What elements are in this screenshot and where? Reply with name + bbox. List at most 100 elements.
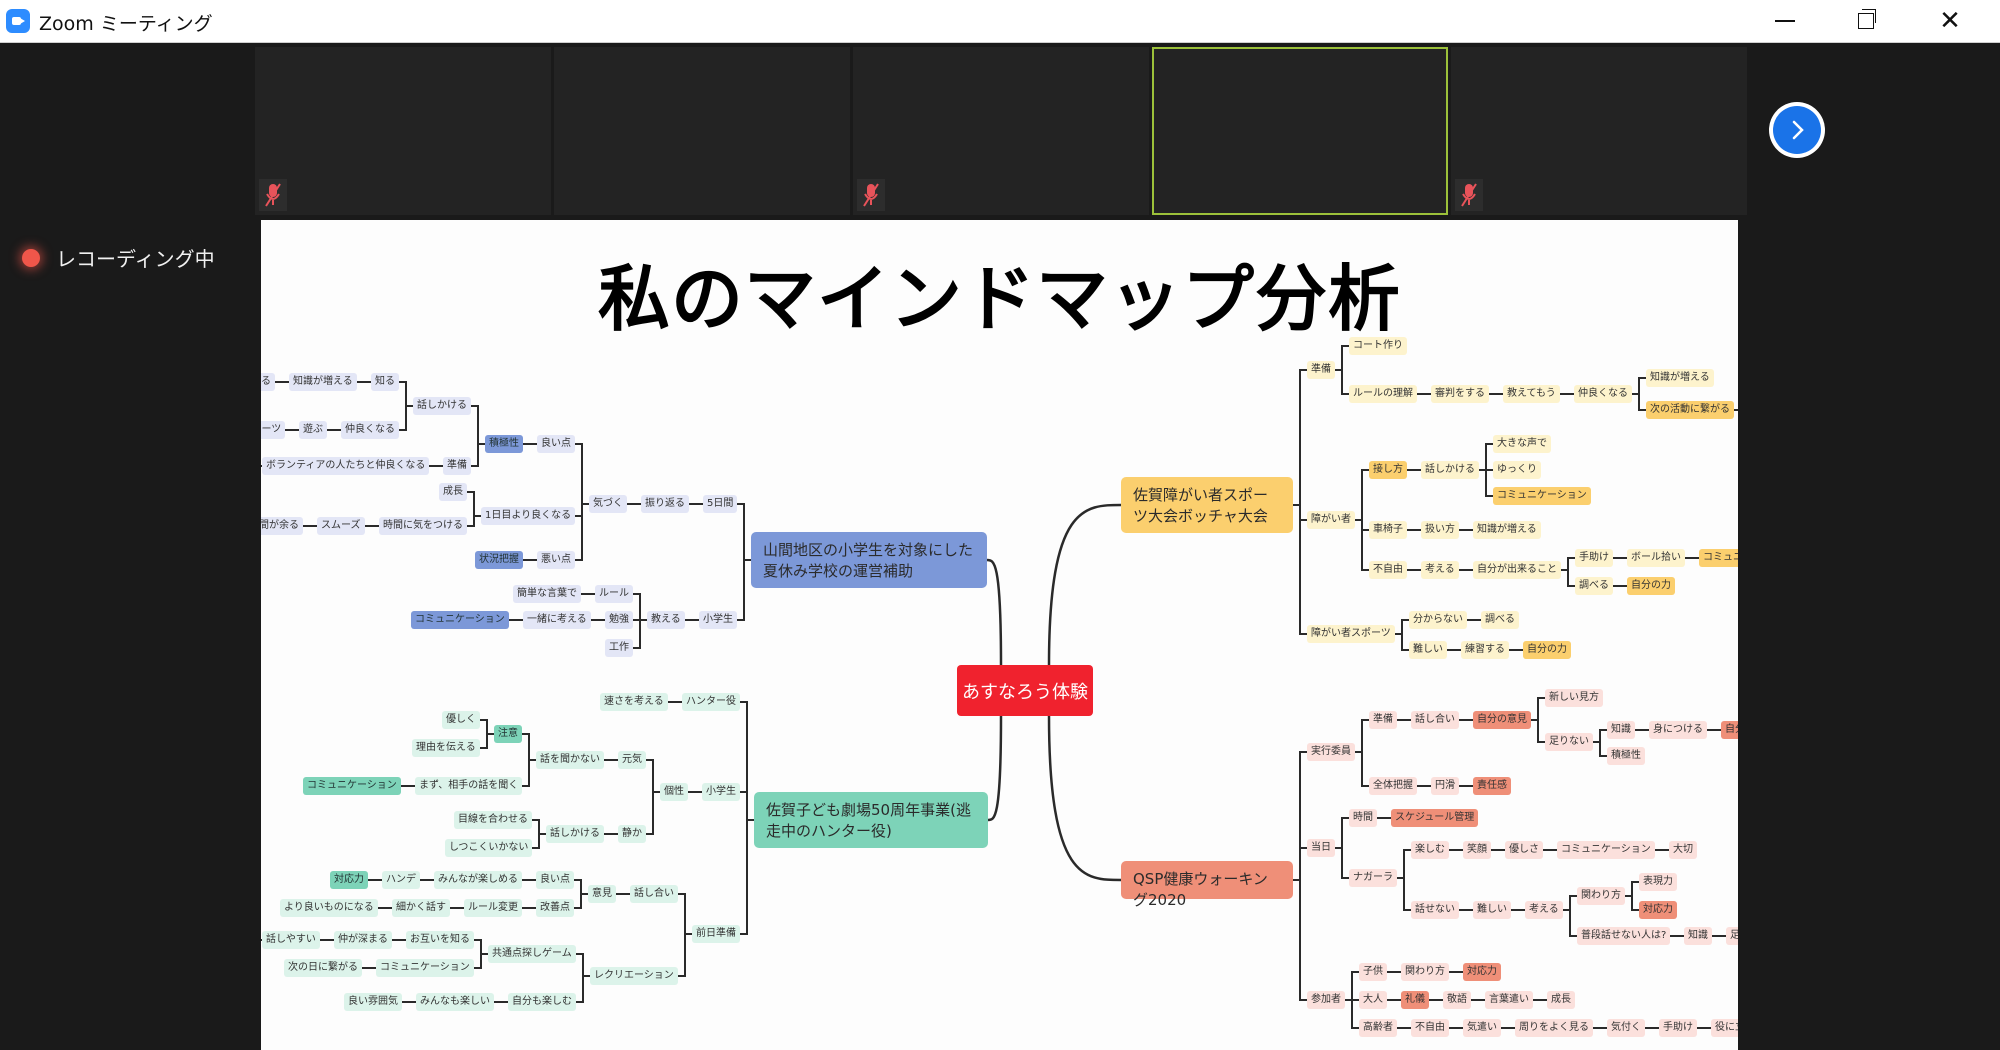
tree-connector: [1293, 879, 1307, 1001]
tree-connector: [1531, 719, 1545, 743]
mindmap-node: 自分の力: [1627, 577, 1675, 595]
recording-label: レコーディング中: [56, 247, 215, 271]
mindmap-node: 普段話せない人は?: [1577, 927, 1671, 945]
mindmap-node: 勉強: [605, 611, 633, 629]
mindmap-node: ボランティアの人たちと仲良くなる: [262, 457, 430, 475]
mindmap-node: しつこくいかない: [445, 839, 533, 857]
mindmap-node: 笑顔: [1463, 841, 1491, 859]
window-title: Zoom ミーティング: [39, 13, 213, 35]
mindmap-node: 分からない: [1409, 611, 1467, 629]
mindmap-node: 優しさ: [1505, 841, 1543, 859]
chevron-right-icon: [1773, 106, 1821, 154]
mindmap-node: コミュニケーション: [411, 611, 509, 629]
tree-connector: [678, 933, 692, 977]
participant-tile-active-speaker[interactable]: [1152, 47, 1448, 215]
mindmap-node: 優しく: [442, 711, 480, 729]
close-button[interactable]: ✕: [1910, 0, 1990, 42]
mindmap-node: 対応力: [1639, 901, 1677, 919]
mindmap-node: ルール: [595, 585, 633, 603]
minimize-button[interactable]: [1745, 0, 1825, 42]
mindmap-node: スケジュール管理: [1391, 809, 1479, 827]
muted-mic-icon: [1455, 179, 1483, 211]
mindmap-node: 身につける: [1649, 721, 1707, 739]
mindmap-node: 話しかける: [1421, 461, 1479, 479]
mindmap-node: お互いを知る: [406, 931, 474, 949]
participant-tile[interactable]: [255, 47, 551, 215]
mindmap-node: 大切: [1669, 841, 1697, 859]
participant-tile[interactable]: [853, 47, 1149, 215]
tree-connector: [1397, 877, 1411, 911]
mindmap-node: 難しい: [1473, 901, 1511, 919]
mindmap-node: 当日: [1307, 839, 1335, 857]
mindmap-node: 小学生: [699, 611, 737, 629]
mindmap-node: 遊ぶ: [299, 421, 327, 439]
participant-tile[interactable]: [1451, 47, 1747, 215]
tree-connector: [1293, 504, 1307, 635]
mindmap-node: 話しかける: [413, 397, 471, 415]
tree-connector: [633, 619, 647, 649]
mindmap-node: 話し合い: [1411, 711, 1459, 729]
mindmap-node: 仲が深まる: [334, 931, 392, 949]
tree-connector: [522, 759, 536, 787]
mindmap-connectors: [261, 345, 1738, 1029]
tree-connector: [467, 515, 481, 527]
muted-mic-icon: [857, 179, 885, 211]
tree-connector: [1632, 393, 1646, 411]
mindmap-node: 自分の意見: [1473, 711, 1531, 729]
tree-connector: [646, 791, 660, 835]
mindmap-node: 円滑: [1431, 777, 1459, 795]
mindmap-node: 時間: [1349, 809, 1377, 827]
mindmap-node: 難しい: [1409, 641, 1447, 659]
mindmap-node: 時間に気をつける: [379, 517, 467, 535]
restore-button[interactable]: [1826, 0, 1906, 42]
mindmap-node: 工作: [605, 639, 633, 657]
mindmap-node: みんなが楽しめる: [434, 871, 522, 889]
zoom-logo-icon: [6, 9, 30, 33]
tree-connector: [1335, 847, 1349, 879]
mindmap-node: 楽しむ: [1411, 841, 1449, 859]
mindmap-node: 仲良くなる: [341, 421, 399, 439]
mindmap-node: 役に立つ: [1711, 1019, 1738, 1037]
mindmap-node: 1日目より良くなる: [481, 507, 576, 525]
mindmap-node: コミュニケーション: [376, 959, 474, 977]
mindmap-node: 知る: [371, 373, 399, 391]
mindmap-node: 実行委員: [1307, 743, 1355, 761]
mindmap-node: ハンター役: [682, 693, 740, 711]
next-participants-button[interactable]: [1769, 102, 1825, 158]
mindmap-center-node: あすなろう体験: [957, 665, 1093, 716]
center-connector: [986, 558, 1003, 666]
mindmap-node: 車椅子: [1369, 521, 1407, 539]
mindmap-node: 子供: [1359, 963, 1387, 981]
mindmap-node: 表現力: [1639, 873, 1677, 891]
mindmap-node: 5日間: [703, 495, 738, 513]
mindmap-node: 細かく話す: [392, 899, 450, 917]
mindmap-node: 障がい者スポーツ: [1307, 625, 1395, 643]
mindmap-node: ルール変更: [464, 899, 522, 917]
mindmap-node: 時間が余る: [261, 517, 303, 535]
tree-connector: [480, 733, 494, 749]
mindmap-node: 簡単な言葉で: [513, 585, 581, 603]
mindmap-node: 準備: [1307, 361, 1335, 379]
mindmap-node: ボール拾い: [1627, 549, 1685, 567]
mindmap-node: 良い雰囲気: [344, 993, 402, 1011]
mindmap-node: 関わり方: [1577, 887, 1625, 905]
mindmap-node: 高齢者: [1359, 1019, 1397, 1037]
mindmap-node: 不自由: [1369, 561, 1407, 579]
mindmap-node: 注意: [494, 725, 522, 743]
mindmap-node: 個性: [660, 783, 688, 801]
close-icon: ✕: [1939, 6, 1961, 36]
mindmap-node: コミュニケーション: [1557, 841, 1655, 859]
mindmap-node: 気付く: [1607, 1019, 1645, 1037]
mindmap-node: 静か: [618, 825, 646, 843]
mindmap-node: コミュニケーション: [303, 777, 401, 795]
mindmap-node: コミュニケーション: [1493, 487, 1591, 505]
mindmap-main-node-blue: 山間地区の小学生を対象にした夏休み学校の運営補助: [751, 532, 987, 588]
mindmap-node: 改善点: [536, 899, 574, 917]
mindmap-node: 知識が増える: [289, 373, 357, 391]
mindmap-node: 前日準備: [692, 925, 740, 943]
mindmap-node: 考える: [1421, 561, 1459, 579]
tree-connector: [740, 819, 754, 935]
muted-mic-icon: [259, 179, 287, 211]
tree-connector: [1593, 741, 1607, 757]
participant-tile[interactable]: [554, 47, 850, 215]
